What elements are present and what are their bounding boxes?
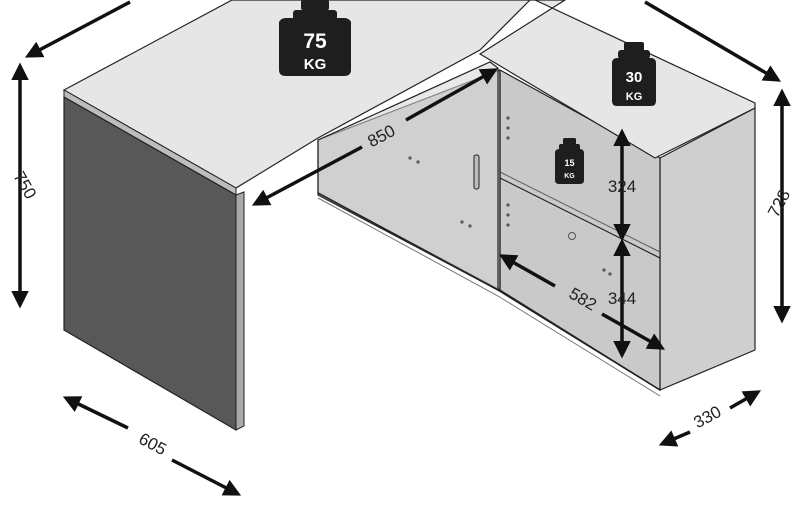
left-side-panel-edge — [235, 191, 245, 431]
label-shelf-upper: 324 — [608, 177, 636, 196]
dimension-arrows — [11, 0, 791, 496]
weight-icon-desk: 75 KG — [279, 0, 351, 76]
arrow-cabinet-width-a — [658, 430, 691, 447]
weight-desk-value: 75 — [303, 30, 327, 53]
cabinet-shelf-edge — [499, 171, 661, 253]
weight-cabinet-value: 30 — [626, 69, 643, 86]
label-depth-left: 605 — [136, 429, 170, 459]
arrow-desk-length-b — [405, 68, 499, 122]
glass-door — [317, 61, 499, 291]
arrow-top-right — [644, 0, 782, 82]
arrow-depth-left-a — [62, 396, 129, 430]
shelf-pegs — [408, 116, 612, 276]
weight-icon-cabinet: 30 KG — [612, 42, 656, 106]
arrow-top-left — [24, 0, 131, 58]
door-handle — [473, 154, 480, 190]
weight-icon-shelf: 15 KG — [555, 138, 584, 184]
cabinet-bottom-rail — [317, 192, 661, 391]
label-cabinet-width: 330 — [690, 402, 724, 432]
cabinet-bottom-rail-2 — [317, 197, 661, 397]
arrow-depth-left-b — [171, 458, 242, 496]
label-height-left: 750 — [9, 168, 40, 202]
weight-shelf-value: 15 — [564, 158, 574, 168]
arrow-cabinet-depth-b — [601, 312, 666, 350]
arrow-cabinet-width-b — [729, 390, 762, 410]
weight-cabinet-unit: KG — [626, 91, 643, 103]
desk-structure — [62, 0, 756, 432]
arrow-cabinet-depth-a — [498, 254, 556, 288]
weight-shelf-unit: KG — [564, 173, 575, 180]
cabinet-side-panel — [659, 107, 756, 391]
cabinet-shelf — [499, 177, 661, 259]
arrow-desk-length-a — [251, 145, 363, 206]
weight-desk-unit: KG — [304, 56, 327, 73]
label-shelf-lower: 344 — [608, 289, 636, 308]
desk-top-surface — [62, 0, 756, 189]
label-cabinet-height: 728 — [764, 186, 794, 220]
